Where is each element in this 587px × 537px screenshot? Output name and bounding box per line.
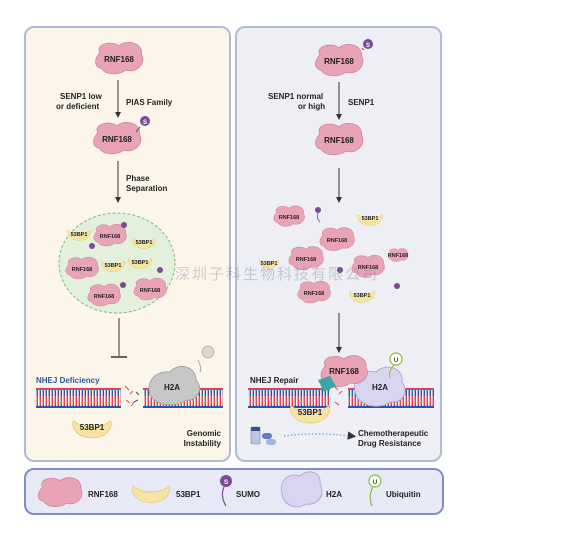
senp1-normal-label-2: or high bbox=[298, 102, 325, 111]
ubiquitin-badge-text: U bbox=[394, 357, 399, 364]
rnf168-label: RNF168 bbox=[100, 234, 120, 240]
pias-family-label: PIAS Family bbox=[126, 98, 173, 107]
h2a-label: H2A bbox=[372, 383, 388, 392]
53bp1-label: 53BP1 bbox=[105, 263, 122, 269]
senp1-label: SENP1 bbox=[348, 98, 375, 107]
senp1-normal-label: SENP1 normal bbox=[268, 92, 323, 101]
nhej-deficiency-label: NHEJ Deficiency bbox=[36, 376, 100, 385]
sumo-badge-text: S bbox=[366, 43, 370, 49]
rnf168-label: RNF168 bbox=[358, 265, 378, 271]
53bp1-label: 53BP1 bbox=[298, 408, 323, 417]
pill-icon bbox=[262, 433, 272, 439]
drug-resistance-label: Drug Resistance bbox=[358, 439, 422, 448]
senp1-low-label: SENP1 low bbox=[60, 92, 103, 101]
rnf168-label: RNF168 bbox=[327, 238, 347, 244]
ubiquitin-badge-text: U bbox=[373, 479, 378, 486]
legend-ubiquitin-label: Ubiquitin bbox=[386, 490, 421, 499]
sumo-icon bbox=[120, 282, 126, 288]
genomic-label: Genomic bbox=[187, 429, 222, 438]
drug-flow-arrow bbox=[283, 431, 357, 440]
legend-h2a-label: H2A bbox=[326, 490, 342, 499]
rnf168-label: RNF168 bbox=[324, 136, 354, 145]
sumo-icon bbox=[89, 243, 95, 249]
sumo-icon bbox=[363, 39, 373, 49]
rnf168-label: RNF168 bbox=[140, 288, 160, 294]
53bp1-label: 53BP1 bbox=[136, 240, 153, 246]
rnf168-label: RNF168 bbox=[72, 267, 92, 273]
ubiquitin-inactive-icon bbox=[201, 345, 215, 359]
legend-sumo-label: SUMO bbox=[236, 490, 260, 499]
nhej-repair-label: NHEJ Repair bbox=[250, 376, 298, 385]
rnf168-label: RNF168 bbox=[104, 55, 134, 64]
legend-53bp1-icon bbox=[132, 485, 170, 503]
rnf168-label: RNF168 bbox=[279, 215, 299, 221]
sumo-icon bbox=[121, 222, 127, 228]
pill-icon bbox=[266, 439, 276, 445]
sumo-icon bbox=[140, 116, 150, 126]
rnf168-label: RNF168 bbox=[304, 291, 324, 297]
legend-ubiquitin-icon bbox=[368, 474, 382, 488]
dna-strand bbox=[248, 389, 330, 407]
sumo-badge-text: S bbox=[143, 120, 147, 126]
chemotherapeutic-label: Chemotherapeutic bbox=[358, 429, 429, 438]
rnf168-label: RNF168 bbox=[388, 253, 408, 259]
h2a-label: H2A bbox=[164, 383, 180, 392]
rnf168-label: RNF168 bbox=[329, 367, 359, 376]
sumo-icon bbox=[394, 283, 400, 289]
rnf168-label: RNF168 bbox=[324, 57, 354, 66]
phase-label: Phase bbox=[126, 174, 150, 183]
instability-label: Instability bbox=[184, 439, 222, 448]
53bp1-label: 53BP1 bbox=[71, 232, 88, 238]
legend-53bp1-label: 53BP1 bbox=[176, 490, 201, 499]
separation-label: Separation bbox=[126, 184, 167, 193]
dna-break-fragments bbox=[124, 385, 135, 407]
ubiquitin-icon bbox=[389, 352, 403, 366]
rnf168-53bp1-interface bbox=[318, 376, 336, 392]
rnf168-label: RNF168 bbox=[296, 257, 316, 263]
53bp1-label: 53BP1 bbox=[132, 260, 149, 266]
rnf168-label: RNF168 bbox=[102, 135, 132, 144]
53bp1-label: 53BP1 bbox=[362, 216, 379, 222]
h2a-histone-icon bbox=[148, 366, 200, 406]
53bp1-label: 53BP1 bbox=[261, 261, 278, 267]
sumo-badge-text: S bbox=[224, 479, 229, 486]
53bp1-label: 53BP1 bbox=[80, 423, 105, 432]
sumo-icon bbox=[315, 207, 321, 213]
legend-sumo-icon bbox=[220, 475, 232, 487]
rnf168-label: RNF168 bbox=[94, 294, 114, 300]
sumo-icon bbox=[337, 267, 343, 273]
legend-rnf168-icon bbox=[38, 477, 83, 507]
legend-rnf168-label: RNF168 bbox=[88, 490, 118, 499]
sumo-icon bbox=[157, 267, 163, 273]
watermark-text: 深圳子科生物科技有限公司 bbox=[175, 265, 380, 283]
legend-h2a-icon bbox=[280, 471, 323, 508]
senp1-low-label-2: or deficient bbox=[56, 102, 99, 111]
53bp1-label: 53BP1 bbox=[354, 293, 371, 299]
dna-strand bbox=[36, 389, 121, 407]
